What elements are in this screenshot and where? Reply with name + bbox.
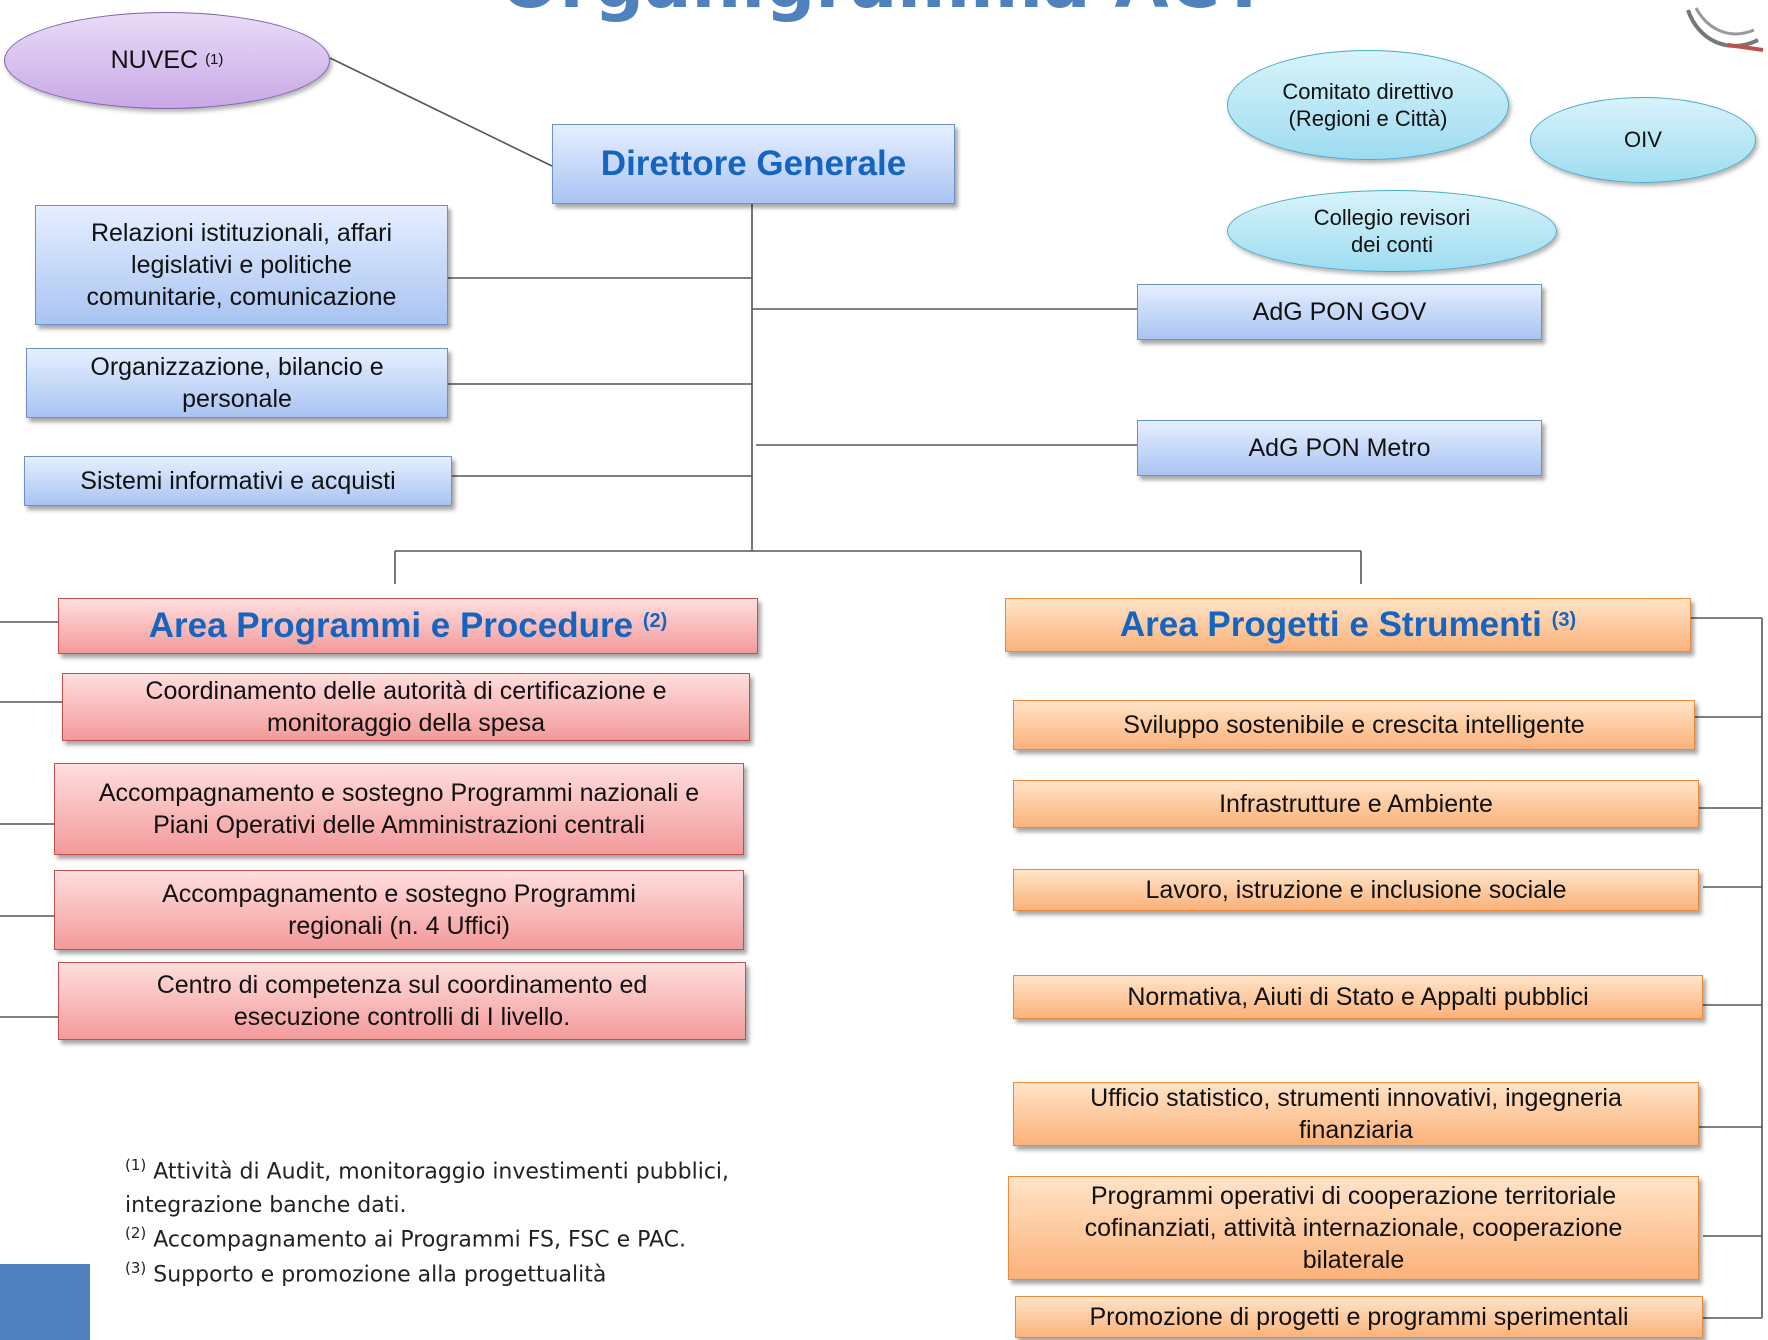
staff-relazioni-label: Relazioni istituzionali, affari legislat… bbox=[86, 219, 397, 311]
comitato-label: Comitato direttivo (Regioni e Città) bbox=[1282, 78, 1454, 132]
adg-pon-metro-box: AdG PON Metro bbox=[1137, 420, 1542, 476]
area-programmi-item-label: Accompagnamento e sostegno Programmi naz… bbox=[98, 779, 700, 839]
direttore-generale-box: Direttore Generale bbox=[552, 124, 955, 204]
area-progetti-item-label: Normativa, Aiuti di Stato e Appalti pubb… bbox=[1127, 983, 1589, 1011]
area-progetti-item-label: Programmi operativi di cooperazione terr… bbox=[1084, 1182, 1623, 1274]
area-progetti-item-label: Sviluppo sostenibile e crescita intellig… bbox=[1123, 711, 1585, 739]
area-progetti-item: Programmi operativi di cooperazione terr… bbox=[1008, 1176, 1699, 1280]
footnotes: (1) Attività di Audit, monitoraggio inve… bbox=[125, 1154, 825, 1292]
area-progetti-item-label: Promozione di progetti e programmi speri… bbox=[1089, 1303, 1629, 1331]
footnote-3: (3) Supporto e promozione alla progettua… bbox=[125, 1257, 825, 1292]
area-programmi-item: Centro di competenza sul coordinamento e… bbox=[58, 962, 746, 1040]
nuvec-label: NUVEC bbox=[110, 45, 199, 74]
nuvec-oval: NUVEC (1) bbox=[4, 12, 330, 109]
footnote-2: (2) Accompagnamento ai Programmi FS, FSC… bbox=[125, 1222, 825, 1257]
area-programmi-note-ref: (2) bbox=[642, 610, 668, 633]
footnote-text: Attività di Audit, monitoraggio investim… bbox=[125, 1159, 730, 1218]
decorative-blue-square bbox=[0, 1264, 90, 1340]
staff-sistemi-label: Sistemi informativi e acquisti bbox=[80, 467, 396, 495]
adg-pon-gov-label: AdG PON GOV bbox=[1252, 298, 1427, 326]
page-title: Organigramma ACT bbox=[500, 0, 1268, 24]
area-progetti-item-label: Infrastrutture e Ambiente bbox=[1219, 790, 1493, 818]
comitato-oval: Comitato direttivo (Regioni e Città) bbox=[1227, 50, 1509, 160]
footnote-1: (1) Attività di Audit, monitoraggio inve… bbox=[125, 1154, 825, 1222]
area-progetti-item-label: Lavoro, istruzione e inclusione sociale bbox=[1145, 876, 1567, 904]
collegio-label: Collegio revisori dei conti bbox=[1313, 204, 1471, 258]
oiv-oval: OIV bbox=[1530, 97, 1756, 183]
staff-sistemi-box: Sistemi informativi e acquisti bbox=[24, 456, 452, 506]
staff-organizzazione-label: Organizzazione, bilancio e personale bbox=[90, 353, 384, 413]
area-progetti-header: Area Progetti e Strumenti (3) bbox=[1005, 598, 1691, 652]
area-progetti-item: Infrastrutture e Ambiente bbox=[1013, 780, 1699, 828]
area-progetti-title: Area Progetti e Strumenti bbox=[1119, 604, 1542, 644]
area-progetti-item: Lavoro, istruzione e inclusione sociale bbox=[1013, 869, 1699, 911]
area-programmi-item: Coordinamento delle autorità di certific… bbox=[62, 673, 750, 741]
area-programmi-item: Accompagnamento e sostegno Programmi naz… bbox=[54, 763, 744, 855]
footnote-ref: (2) bbox=[125, 1224, 147, 1243]
area-progetti-item-label: Ufficio statistico, strumenti innovativi… bbox=[1090, 1084, 1622, 1144]
oiv-label: OIV bbox=[1624, 127, 1662, 153]
area-programmi-item-label: Centro di competenza sul coordinamento e… bbox=[156, 971, 648, 1031]
area-progetti-item: Normativa, Aiuti di Stato e Appalti pubb… bbox=[1013, 975, 1703, 1019]
area-programmi-item: Accompagnamento e sostegno Programmi reg… bbox=[54, 870, 744, 950]
direttore-generale-label: Direttore Generale bbox=[600, 143, 907, 183]
area-programmi-title: Area Programmi e Procedure bbox=[148, 605, 634, 645]
area-progetti-note-ref: (3) bbox=[1551, 609, 1577, 632]
collegio-oval: Collegio revisori dei conti bbox=[1227, 190, 1557, 272]
area-progetti-item: Sviluppo sostenibile e crescita intellig… bbox=[1013, 700, 1695, 750]
footnote-ref: (3) bbox=[125, 1258, 147, 1277]
area-programmi-item-label: Coordinamento delle autorità di certific… bbox=[145, 677, 667, 737]
area-progetti-item: Ufficio statistico, strumenti innovativi… bbox=[1013, 1082, 1699, 1146]
staff-relazioni-box: Relazioni istituzionali, affari legislat… bbox=[35, 205, 448, 325]
footnote-ref: (1) bbox=[125, 1156, 147, 1174]
footnote-text: Supporto e promozione alla progettualità bbox=[153, 1262, 607, 1288]
adg-pon-gov-box: AdG PON GOV bbox=[1137, 284, 1542, 340]
area-programmi-header: Area Programmi e Procedure (2) bbox=[58, 598, 758, 654]
area-progetti-item: Promozione di progetti e programmi speri… bbox=[1015, 1296, 1703, 1338]
footnote-text: Accompagnamento ai Programmi FS, FSC e P… bbox=[153, 1227, 686, 1253]
staff-organizzazione-box: Organizzazione, bilancio e personale bbox=[26, 348, 448, 418]
emblem-icon bbox=[1686, 7, 1764, 52]
adg-pon-metro-label: AdG PON Metro bbox=[1248, 434, 1431, 462]
area-programmi-item-label: Accompagnamento e sostegno Programmi reg… bbox=[162, 880, 636, 940]
nuvec-note-ref: (1) bbox=[205, 51, 224, 69]
